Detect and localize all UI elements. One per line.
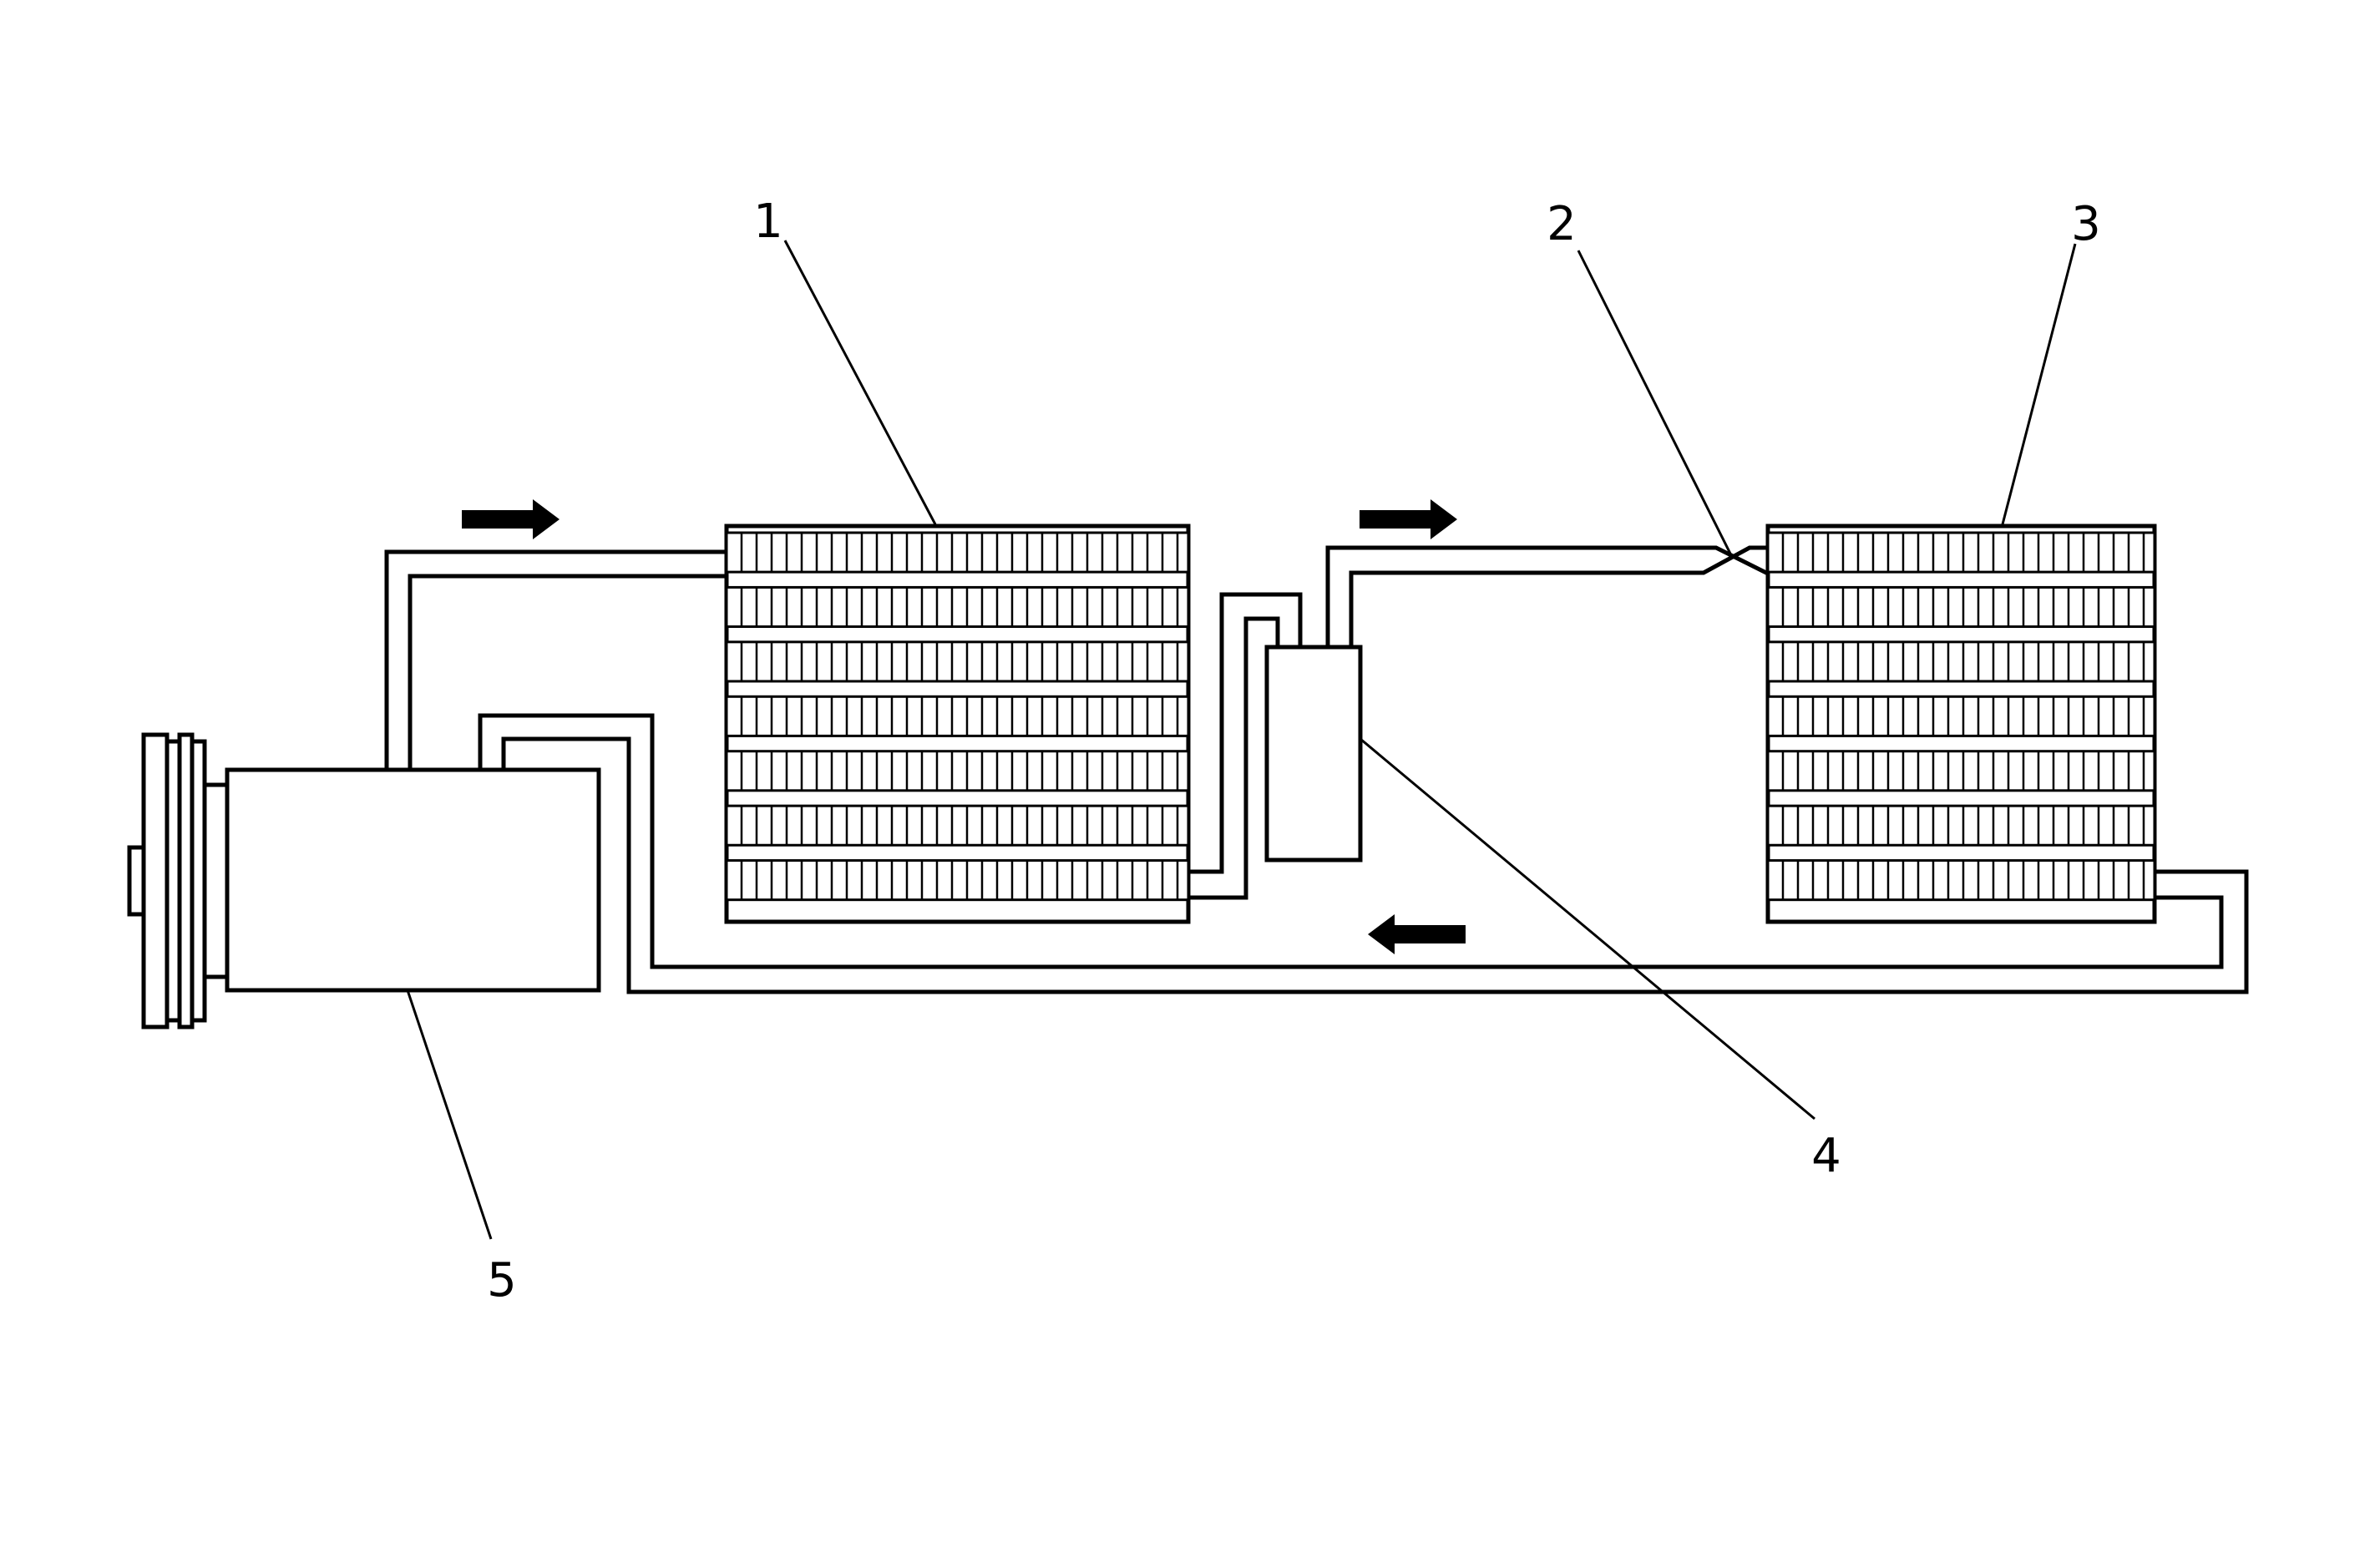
pipe-condenser-to-receiver bbox=[1188, 592, 1303, 900]
leader-line-2 bbox=[1577, 250, 1733, 556]
flow-arrow-left-icon bbox=[1368, 914, 1466, 954]
flow-arrow-right-icon bbox=[462, 499, 560, 539]
pipe-evaporator-to-compressor bbox=[478, 713, 2249, 994]
leader-line-5 bbox=[406, 989, 493, 1240]
callout-4: 4 bbox=[1811, 1129, 1841, 1183]
callout-1: 1 bbox=[753, 195, 783, 249]
leader-line-1 bbox=[783, 240, 937, 525]
pipe-receiver-to-evaporator bbox=[1325, 545, 1768, 647]
flow-arrow-right-icon bbox=[1360, 499, 1457, 539]
callout-3: 3 bbox=[2071, 197, 2101, 251]
callout-5: 5 bbox=[487, 1253, 517, 1308]
condenser-core bbox=[724, 524, 1191, 924]
leader-line-3 bbox=[2001, 243, 2077, 525]
receiver-drier bbox=[1264, 645, 1363, 862]
pipe-compressor-to-condenser bbox=[384, 549, 727, 770]
leader-line-4 bbox=[1360, 737, 1815, 1120]
evaporator-core bbox=[1765, 524, 2157, 924]
compressor-clutch-pulley bbox=[127, 732, 230, 1029]
compressor bbox=[127, 732, 601, 1029]
callout-2: 2 bbox=[1547, 197, 1577, 251]
